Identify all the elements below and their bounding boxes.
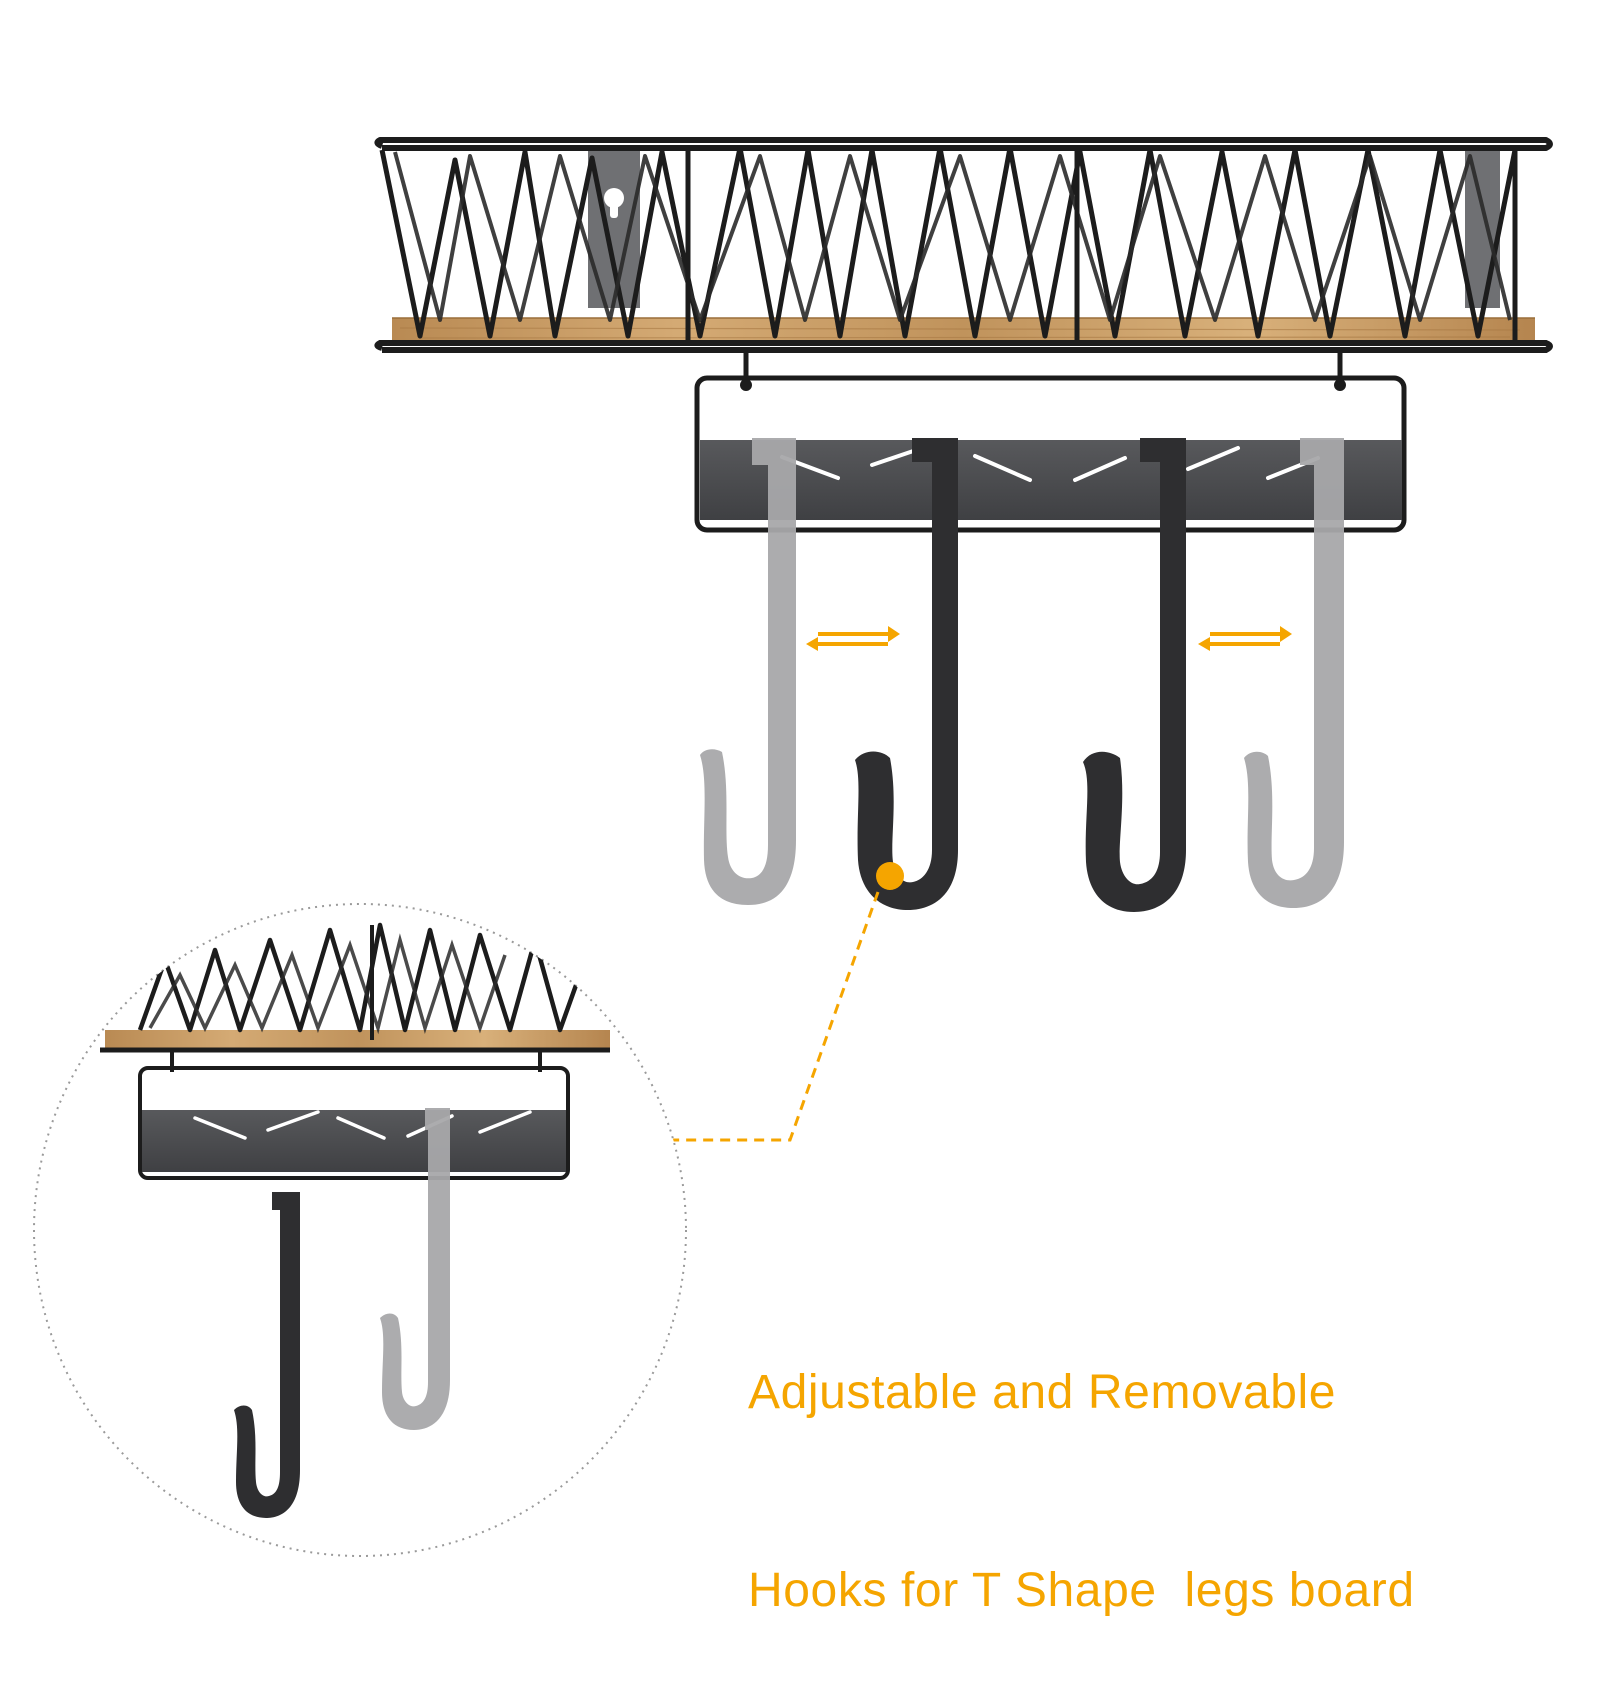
rail-wire-frame	[694, 375, 1407, 533]
wall-bracket-right	[1465, 150, 1500, 308]
caption-line-1: Adjustable and Removable	[748, 1366, 1337, 1419]
feature-caption: Adjustable and Removable Hooks for T Sha…	[748, 1228, 1415, 1690]
wire-shelf	[374, 137, 1553, 391]
wire-zigzag-back	[393, 151, 1512, 322]
double-arrow-left-icon	[806, 626, 900, 651]
wire-zigzag-front	[379, 145, 1518, 339]
hook-ghost-right	[1244, 438, 1344, 908]
caption-line-2: Hooks for T Shape legs board	[748, 1564, 1415, 1617]
rail-plate	[700, 440, 1402, 520]
hook-dark-right	[1083, 438, 1186, 912]
wire-rim-top	[374, 137, 1553, 151]
zoom-hook-ghost	[380, 1108, 450, 1430]
zoom-detail	[33, 903, 687, 1557]
wall-bracket-left	[588, 150, 640, 308]
hook-dark-left	[855, 438, 958, 910]
callout-dot-icon	[876, 862, 904, 890]
callout-line	[655, 862, 904, 1142]
hook-rail	[694, 375, 1407, 533]
zoom-circle-border	[33, 903, 687, 1557]
wire-rim-bottom	[374, 340, 1553, 353]
product-illustration	[33, 137, 1553, 1557]
zoom-hook-dark	[234, 1192, 300, 1518]
hook-ghost-left	[700, 438, 796, 905]
double-arrow-right-icon	[1198, 626, 1292, 651]
